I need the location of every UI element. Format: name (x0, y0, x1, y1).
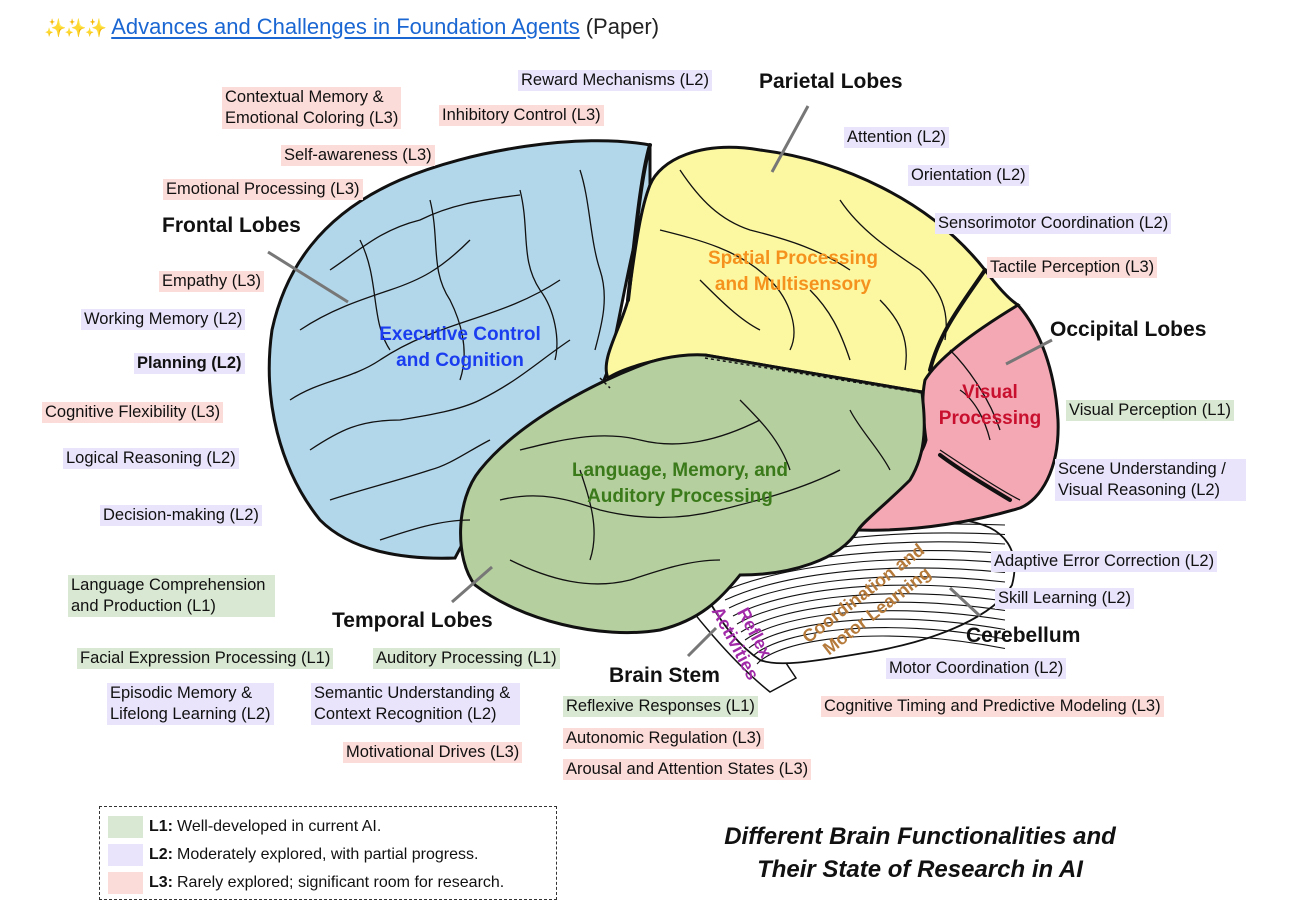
cerebellum-fold-line (744, 610, 1006, 641)
region-line: Language, Memory, and (571, 460, 789, 481)
function-tag-motivational-drives: Motivational Drives (L3) (343, 742, 523, 763)
legend-item-l2: L2: Moderately explored, with partial pr… (108, 841, 556, 869)
region-line: Processing (938, 408, 1042, 429)
tag-line: Semantic Understanding & (314, 684, 511, 702)
page-header: ✨✨✨Advances and Challenges in Foundation… (44, 12, 659, 43)
legend-text: Well-developed in current AI. (177, 818, 382, 835)
function-tag-contextual-memory: Contextual Memory & Emotional Coloring (… (222, 87, 402, 129)
region-line: Auditory Processing (587, 486, 773, 507)
caption-line: Different Brain Functionalities and (724, 823, 1116, 850)
cerebellum-fold-line (740, 601, 1006, 633)
gyri-lines (289, 169, 1021, 585)
region-label-frontal: Executive Control and Cognition (360, 322, 560, 374)
tag-line: Visual Reasoning (L2) (1058, 481, 1221, 499)
tag-line: Language Comprehension (71, 576, 266, 594)
lobe-title-frontal: Frontal Lobes (162, 214, 301, 237)
lobe-title-temporal: Temporal Lobes (332, 609, 493, 632)
function-tag-tactile-perception: Tactile Perception (L3) (987, 257, 1158, 278)
function-tag-empathy: Empathy (L3) (159, 271, 265, 292)
legend-swatch-l1 (108, 816, 143, 838)
region-label-occipital: Visual Processing (928, 380, 1052, 432)
region-line: Visual (962, 382, 1018, 403)
major-sulci (626, 143, 1012, 502)
caption-line: Their State of Research in AI (757, 856, 1083, 883)
legend: L1: Well-developed in current AI. L2: Mo… (99, 806, 557, 900)
function-tag-decision-making: Decision-making (L2) (100, 505, 262, 526)
cerebellum-fold-line (756, 635, 1006, 665)
legend-item-l3: L3: Rarely explored; significant room fo… (108, 869, 556, 897)
function-tag-episodic-memory: Episodic Memory & Lifelong Learning (L2) (107, 683, 274, 725)
function-tag-arousal-attention: Arousal and Attention States (L3) (563, 759, 812, 780)
function-tag-emotional-processing: Emotional Processing (L3) (163, 179, 363, 200)
function-tag-working-memory: Working Memory (L2) (81, 309, 246, 330)
function-tag-visual-perception: Visual Perception (L1) (1066, 400, 1235, 421)
paper-suffix: (Paper) (585, 14, 660, 39)
frontal-temporal-dotted-boundary (599, 377, 611, 389)
lobe-title-brainstem: Brain Stem (609, 664, 720, 687)
tag-line: Episodic Memory & (110, 684, 253, 702)
cerebellum-fold-line (748, 618, 1006, 649)
function-tag-cognitive-flexibility: Cognitive Flexibility (L3) (42, 402, 224, 423)
paper-title-link[interactable]: Advances and Challenges in Foundation Ag… (111, 14, 580, 39)
temporal-lobe-shape (459, 353, 926, 635)
function-tag-logical-reasoning: Logical Reasoning (L2) (63, 448, 239, 469)
region-line: and Cognition (396, 350, 524, 371)
legend-item-l1: L1: Well-developed in current AI. (108, 813, 556, 841)
cerebellum-fold-line (732, 584, 1006, 617)
function-tag-scene-understanding: Scene Understanding / Visual Reasoning (… (1055, 459, 1246, 501)
cerebellum-fold-line (724, 567, 1006, 601)
region-label-temporal: Language, Memory, and Auditory Processin… (548, 458, 812, 510)
legend-swatch-l3 (108, 872, 143, 894)
function-tag-reward-mechanisms: Reward Mechanisms (L2) (518, 70, 712, 91)
parietal-temporal-boundary (704, 357, 923, 394)
lobe-title-cerebellum: Cerebellum (966, 624, 1081, 647)
tag-line: Scene Understanding / (1058, 460, 1226, 478)
function-tag-adaptive-error-correction: Adaptive Error Correction (L2) (991, 551, 1218, 572)
function-tag-cognitive-timing: Cognitive Timing and Predictive Modeling… (821, 696, 1164, 717)
region-line: Spatial Processing (707, 248, 878, 269)
function-tag-sensorimotor-coordination: Sensorimotor Coordination (L2) (935, 213, 1172, 234)
sparkles-icon: ✨✨✨ (44, 18, 107, 38)
legend-swatch-l2 (108, 844, 143, 866)
function-tag-skill-learning: Skill Learning (L2) (995, 588, 1134, 609)
function-tag-semantic-understanding: Semantic Understanding & Context Recogni… (311, 683, 521, 725)
function-tag-language-comprehension: Language Comprehension and Production (L… (68, 575, 276, 617)
tag-line: Emotional Coloring (L3) (225, 109, 399, 127)
legend-text: Moderately explored, with partial progre… (177, 846, 479, 863)
tag-line: Lifelong Learning (L2) (110, 705, 271, 723)
function-tag-orientation: Orientation (L2) (908, 165, 1029, 186)
legend-key: L3: (149, 874, 173, 891)
legend-key: L1: (149, 818, 173, 835)
cerebellum-fold-line (752, 627, 1006, 657)
function-tag-self-awareness: Self-awareness (L3) (281, 145, 435, 166)
lobe-title-parietal: Parietal Lobes (759, 70, 903, 93)
region-line: and Multisensory (714, 274, 872, 295)
lobe-title-occipital: Occipital Lobes (1050, 318, 1207, 341)
tag-line: Context Recognition (L2) (314, 705, 497, 723)
function-tag-motor-coordination: Motor Coordination (L2) (886, 658, 1067, 679)
cerebellum-fold-line (728, 576, 1006, 609)
function-tag-planning: Planning (L2) (134, 353, 245, 374)
function-tag-reflexive-responses: Reflexive Responses (L1) (563, 696, 758, 717)
figure-caption: Different Brain Functionalities and Thei… (690, 820, 1150, 886)
leader-lines (267, 105, 1053, 658)
region-label-parietal: Spatial Processing and Multisensory (688, 246, 898, 298)
tag-line: Contextual Memory & (225, 88, 384, 106)
function-tag-facial-expression: Facial Expression Processing (L1) (77, 648, 334, 669)
function-tag-auditory-processing: Auditory Processing (L1) (373, 648, 560, 669)
legend-text: Rarely explored; significant room for re… (177, 874, 505, 891)
cerebellum-fold-line (720, 558, 1006, 593)
tag-line: and Production (L1) (71, 597, 216, 615)
region-line: Executive Control (379, 324, 541, 345)
legend-key: L2: (149, 846, 173, 863)
function-tag-inhibitory-control: Inhibitory Control (L3) (439, 105, 604, 126)
function-tag-attention: Attention (L2) (844, 127, 950, 148)
function-tag-autonomic-regulation: Autonomic Regulation (L3) (563, 728, 765, 749)
